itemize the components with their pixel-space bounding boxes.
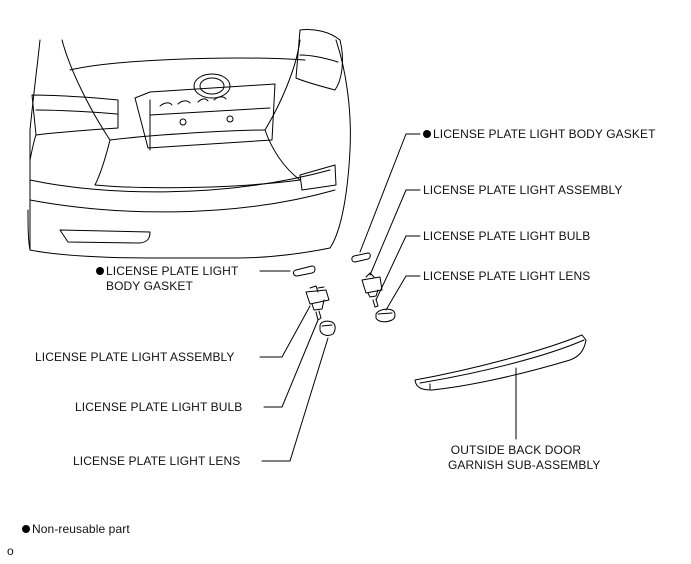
right-bulb-part — [372, 298, 379, 308]
legend-non-reusable-text: Non-reusable part — [32, 522, 130, 536]
label-left-body-gasket-line2: BODY GASKET — [106, 279, 193, 293]
garnish-part — [414, 334, 587, 391]
leader-lines — [259, 133, 517, 462]
label-left-body-gasket-line1: LICENSE PLATE LIGHT — [106, 264, 239, 278]
non-reusable-bullet-icon — [22, 525, 30, 533]
label-right-assembly: LICENSE PLATE LIGHT ASSEMBLY — [423, 183, 623, 197]
left-assembly-part — [305, 285, 330, 311]
label-garnish: OUTSIDE BACK DOOR GARNISH SUB-ASSEMBLY — [448, 443, 600, 473]
label-garnish-line1: OUTSIDE BACK DOOR — [450, 443, 582, 457]
corner-mark: o — [7, 544, 14, 558]
label-left-bulb: LICENSE PLATE LIGHT BULB — [75, 400, 243, 414]
label-left-assembly: LICENSE PLATE LIGHT ASSEMBLY — [35, 350, 235, 364]
label-left-body-gasket: LICENSE PLATE LIGHT BODY GASKET — [96, 264, 238, 294]
non-reusable-bullet-icon — [423, 130, 431, 138]
left-bulb-part — [315, 310, 322, 321]
vehicle-rear-illustration — [27, 29, 351, 259]
left-body-gasket-part — [293, 265, 316, 277]
label-garnish-line2: GARNISH SUB-ASSEMBLY — [448, 458, 601, 472]
left-lens-part — [319, 320, 336, 336]
label-right-bulb: LICENSE PLATE LIGHT BULB — [423, 229, 591, 243]
right-assembly-part — [361, 272, 383, 298]
label-right-body-gasket-text: LICENSE PLATE LIGHT BODY GASKET — [433, 127, 656, 141]
right-lens-part — [375, 308, 396, 323]
right-body-gasket-part — [351, 252, 371, 263]
label-left-lens: LICENSE PLATE LIGHT LENS — [73, 454, 241, 468]
non-reusable-bullet-icon — [96, 267, 104, 275]
label-right-lens: LICENSE PLATE LIGHT LENS — [423, 269, 591, 283]
label-right-body-gasket: LICENSE PLATE LIGHT BODY GASKET — [423, 127, 656, 142]
legend-non-reusable: Non-reusable part — [22, 522, 130, 537]
